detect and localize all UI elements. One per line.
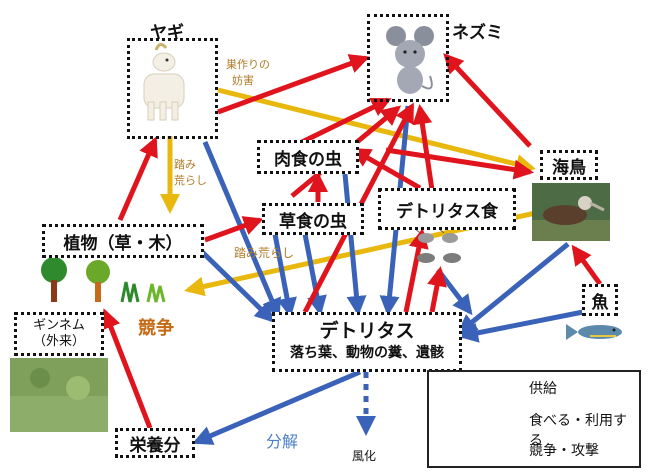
decomposition-label: 分解: [266, 432, 299, 451]
nutrients-label: 栄養分: [129, 435, 181, 456]
fish-label: 魚: [591, 292, 609, 313]
arrow-detritus-insects: [427, 266, 447, 313]
legend-compete-label: 競争・攻撃: [529, 443, 599, 459]
trample-label-1b: 荒らし: [174, 174, 207, 187]
arrow-fish-detritus: [458, 309, 584, 343]
leucaena-box: ギンネム （外来）: [14, 312, 104, 356]
legend-supply-label: 供給: [529, 381, 557, 397]
fish-box: 魚: [582, 284, 618, 316]
trample-label-2: 踏み荒らし: [234, 246, 295, 260]
goat-icon: [143, 43, 185, 121]
legend: 供給 食べる・利用する 競争・攻撃: [427, 370, 641, 468]
leucaena-photo: [10, 358, 108, 432]
plant-icons: [41, 257, 166, 303]
arrow-plants-goat: [117, 136, 158, 222]
plants-box: 植物（草・木）: [42, 224, 204, 258]
rat-label: ネズミ: [452, 23, 503, 43]
arrow-detrivore-rat: [412, 104, 435, 191]
carnivorous-insect-label: 肉食の虫: [274, 149, 342, 170]
arrow-carn-rat: [300, 97, 392, 145]
trample-label-1a: 踏み: [174, 158, 196, 171]
arrow-plants-detritus: [193, 243, 275, 323]
nest-disturb-label-1: 巣作りの: [226, 58, 270, 71]
arrow-detritus-detrivore: [403, 228, 429, 313]
arrow-seabird-rat: [443, 53, 532, 148]
detritus-title: デトリタス: [319, 320, 415, 342]
seabird-box: 海鳥: [540, 150, 598, 180]
carnivorous-insect-box: 肉食の虫: [257, 140, 359, 174]
legend-eat-label: 食べる・利用する: [529, 413, 627, 449]
herbivorous-insect-box: 草食の虫: [262, 203, 364, 235]
detritivore-box: デトリタス食: [378, 188, 516, 230]
arrow-insects-detritus: [436, 268, 473, 316]
fish-icon: [566, 324, 622, 340]
arrow-fish-seabird: [571, 244, 603, 286]
insect-icons: [413, 227, 461, 263]
arrow-goat-rat: [217, 54, 370, 115]
seabird-label: 海鳥: [552, 157, 586, 178]
nutrients-box: 栄養分: [115, 428, 195, 458]
arrow-plants-herb: [204, 216, 264, 243]
goat-box: [127, 38, 218, 139]
nest-disturb-label-2: 妨害: [232, 74, 254, 87]
detritus-subtitle: 落ち葉、動物の糞、遺骸: [290, 345, 444, 361]
rat-box: [367, 14, 449, 102]
arrow-detritus-nutrients: [192, 369, 361, 445]
rat-icon: [386, 26, 434, 94]
arrow-nutrients-leucaena: [101, 308, 153, 429]
arrow-carn-seabird: [385, 147, 534, 180]
arrow-detrivore-carn: [350, 147, 422, 191]
arrow-herb-detritus-b: [272, 233, 297, 318]
detritivore-label: デトリタス食: [396, 201, 498, 222]
arrow-seabird-detritus: [456, 242, 570, 335]
leucaena-label-line1: ギンネム: [33, 318, 85, 333]
seabird-photo: [532, 183, 610, 241]
weathering-label: 風化: [352, 449, 377, 463]
plants-label: 植物（草・木）: [63, 233, 183, 254]
herbivorous-insect-label: 草食の虫: [279, 211, 347, 232]
arrow-carn-detritus: [342, 173, 367, 316]
competition-label: 競争: [138, 318, 174, 339]
leucaena-label-line2: （外来）: [32, 334, 85, 349]
arrow-herb-detritus-a: [302, 233, 327, 316]
detritus-box: デトリタス 落ち葉、動物の糞、遺骸: [272, 312, 462, 372]
